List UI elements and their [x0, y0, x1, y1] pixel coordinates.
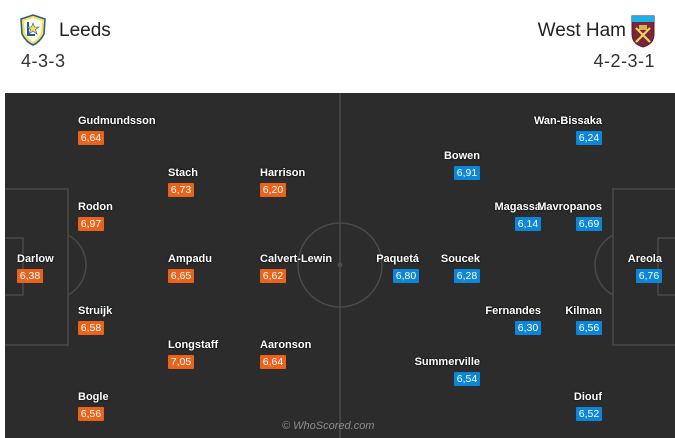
player-rating-badge: 6,52	[576, 407, 602, 421]
home-player-card[interactable]: Longstaff 7,05	[168, 339, 218, 369]
player-name: Mavropanos	[537, 201, 602, 213]
player-rating-badge: 6,73	[168, 183, 194, 197]
home-player-card[interactable]: Struijk 6,58	[78, 305, 112, 335]
leeds-crest-icon	[20, 14, 46, 46]
player-rating-badge: 6,97	[78, 217, 104, 231]
home-team-name[interactable]: Leeds	[59, 20, 111, 41]
home-player-card[interactable]: Darlow 6,38	[17, 253, 54, 283]
player-name: Wan-Bissaka	[533, 115, 602, 127]
player-name: Bowen	[443, 150, 480, 162]
player-rating-badge: 6,64	[260, 355, 286, 369]
home-player-card[interactable]: Aaronson 6,64	[260, 339, 311, 369]
home-player-card[interactable]: Harrison 6,20	[260, 167, 305, 197]
player-rating-badge: 7,05	[168, 355, 194, 369]
player-name: Aaronson	[260, 339, 312, 351]
away-player-card[interactable]: Wan-Bissaka 6,24	[534, 115, 602, 145]
away-team-name[interactable]: West Ham	[537, 20, 626, 41]
player-rating-badge: 6,91	[454, 166, 480, 180]
player-name: Longstaff	[168, 339, 219, 351]
whoscored-watermark: © WhoScored.com	[282, 420, 375, 432]
pitch: Gudmundsson 6,64 Stach 6,73 Harrison 6,2…	[5, 93, 675, 438]
player-name: Harrison	[260, 167, 306, 179]
player-rating-badge: 6,80	[393, 269, 419, 283]
player-name: Areola	[627, 253, 662, 265]
away-player-card[interactable]: Paquetá 6,80	[376, 253, 419, 283]
player-rating-badge: 6,62	[260, 269, 286, 283]
away-formation: 4-2-3-1	[593, 51, 655, 71]
player-rating-badge: 6,20	[260, 183, 286, 197]
player-name: Fernandes	[485, 305, 541, 317]
away-player-card[interactable]: Fernandes 6,30	[485, 305, 541, 335]
away-player-card[interactable]: Soucek 6,28	[441, 253, 480, 283]
away-player-card[interactable]: Summerville 6,54	[415, 356, 480, 386]
home-player-card[interactable]: Calvert-Lewin 6,62	[260, 253, 332, 283]
player-rating-badge: 6,38	[17, 269, 43, 283]
player-name: Soucek	[440, 253, 480, 265]
player-name: Stach	[168, 167, 198, 179]
match-header: Leeds 4-3-3 West Ham 4-2-3-1	[0, 0, 675, 93]
home-player-card[interactable]: Gudmundsson 6,64	[78, 115, 156, 145]
home-player-card[interactable]: Ampadu 6,65	[168, 253, 212, 283]
player-name: Ampadu	[168, 253, 212, 265]
player-name: Darlow	[17, 253, 54, 265]
player-name: Struijk	[78, 305, 113, 317]
player-rating-badge: 6,65	[168, 269, 194, 283]
player-rating-badge: 6,24	[576, 131, 602, 145]
player-rating-badge: 6,56	[78, 407, 104, 421]
away-player-card[interactable]: Diouf 6,52	[574, 391, 602, 421]
player-name: Calvert-Lewin	[260, 253, 333, 265]
home-formation: 4-3-3	[21, 51, 66, 71]
away-player-card[interactable]: Mavropanos 6,69	[537, 201, 602, 231]
player-name: Paquetá	[376, 253, 419, 265]
away-player-card[interactable]: Kilman 6,56	[565, 305, 602, 335]
pitch-lines	[5, 93, 675, 438]
player-name: Gudmundsson	[78, 115, 156, 127]
away-player-card[interactable]: Bowen 6,91	[444, 150, 480, 180]
player-name: Magassa	[494, 201, 541, 213]
home-player-card[interactable]: Rodon 6,97	[78, 201, 113, 231]
player-rating-badge: 6,64	[78, 131, 104, 145]
player-rating-badge: 6,56	[576, 321, 602, 335]
player-rating-badge: 6,30	[515, 321, 541, 335]
player-name: Summerville	[414, 356, 480, 368]
home-player-card[interactable]: Stach 6,73	[168, 167, 198, 197]
player-rating-badge: 6,54	[454, 372, 480, 386]
player-rating-badge: 6,69	[576, 217, 602, 231]
player-rating-badge: 6,76	[636, 269, 662, 283]
away-player-card[interactable]: Magassa 6,14	[495, 201, 541, 231]
player-name: Bogle	[78, 391, 109, 403]
home-player-card[interactable]: Bogle 6,56	[78, 391, 109, 421]
player-name: Kilman	[565, 305, 602, 317]
player-name: Rodon	[78, 201, 113, 213]
player-rating-badge: 6,58	[78, 321, 104, 335]
player-rating-badge: 6,28	[454, 269, 480, 283]
away-player-card[interactable]: Areola 6,76	[628, 253, 662, 283]
west-ham-crest-icon	[631, 15, 655, 48]
player-name: Diouf	[573, 391, 602, 403]
player-rating-badge: 6,14	[515, 217, 541, 231]
